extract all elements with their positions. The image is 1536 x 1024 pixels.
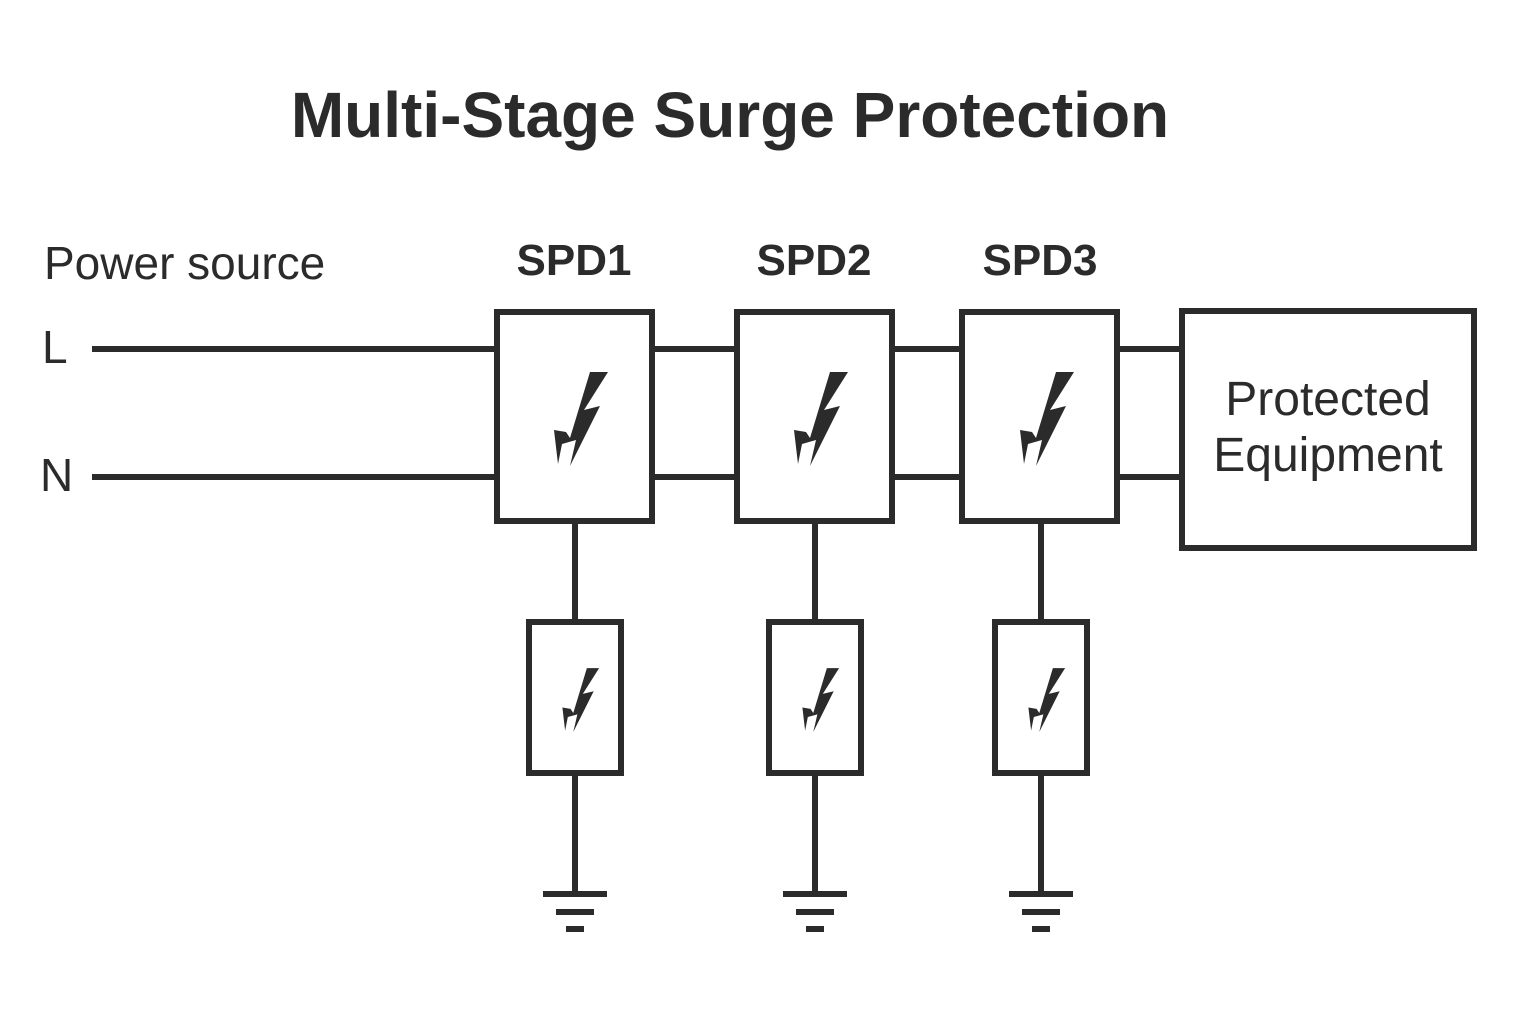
diagram-title: Multi-Stage Surge Protection	[290, 79, 1170, 151]
neutral-label: N	[40, 449, 74, 501]
spd1-label: SPD1	[516, 236, 632, 285]
protected-equipment-label: Protected Equipment	[1180, 372, 1476, 484]
spd2-ground-arrester	[766, 619, 864, 776]
ground-icon	[543, 891, 607, 932]
equipment-line1: Protected	[1225, 373, 1431, 426]
spd2-box	[734, 309, 895, 524]
line-label: L	[42, 321, 68, 373]
spd3-box	[959, 309, 1120, 524]
spd3-ground-arrester	[992, 619, 1090, 776]
equipment-line2: Equipment	[1213, 429, 1443, 482]
power-source-label: Power source	[44, 237, 326, 289]
spd2-label: SPD2	[756, 236, 872, 285]
spd1-ground-arrester	[526, 619, 624, 776]
protected-equipment-box	[1179, 308, 1477, 551]
spd1-box	[494, 309, 655, 524]
ground-icon	[783, 891, 847, 932]
spd3-label: SPD3	[982, 236, 1098, 285]
ground-icon	[1009, 891, 1073, 932]
